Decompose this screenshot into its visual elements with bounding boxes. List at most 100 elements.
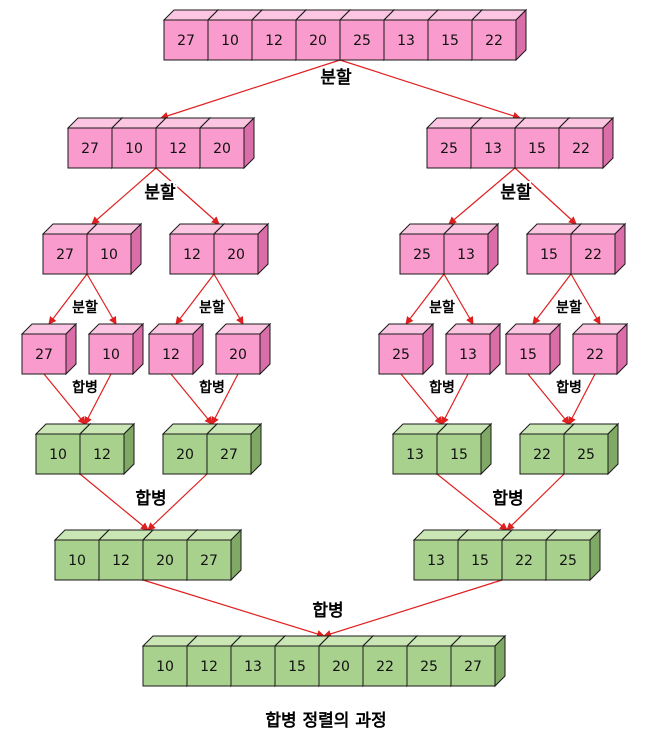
box-value: 20 — [332, 659, 350, 675]
number-box: 25 — [544, 528, 602, 582]
box-value: 12 — [112, 553, 130, 569]
box-front-face — [206, 433, 252, 475]
box-front-face — [450, 645, 496, 687]
flow-arrow — [400, 373, 443, 425]
box-value: 12 — [183, 247, 201, 263]
box-front-face — [445, 333, 491, 375]
number-box: 22 — [470, 8, 528, 62]
number-box: 27 — [185, 528, 243, 582]
flow-arrow — [79, 473, 149, 531]
box-value: 22 — [533, 447, 551, 463]
box-front-face — [274, 645, 320, 687]
step-label: 분할 — [72, 299, 98, 316]
box-value: 13 — [244, 659, 262, 675]
number-box: 27 — [20, 322, 78, 376]
box-value: 25 — [353, 33, 371, 49]
box-value: 15 — [441, 33, 459, 49]
box-front-face — [142, 645, 188, 687]
box-front-face — [215, 333, 261, 375]
box-value: 13 — [484, 141, 502, 157]
box-value: 10 — [49, 447, 67, 463]
box-value: 10 — [221, 33, 239, 49]
box-front-face — [213, 233, 259, 275]
flow-arrow — [339, 59, 521, 120]
box-value: 25 — [413, 247, 431, 263]
box-front-face — [505, 333, 551, 375]
box-value: 27 — [464, 659, 482, 675]
box-front-face — [392, 433, 438, 475]
flow-arrow — [527, 373, 570, 425]
box-value: 25 — [577, 447, 595, 463]
row-split-3: 10 — [87, 322, 145, 376]
flow-arrow — [160, 59, 341, 120]
step-label: 합병 — [72, 379, 98, 396]
box-front-face — [413, 539, 459, 581]
box-front-face — [199, 127, 245, 169]
box-front-face — [572, 333, 618, 375]
box-value: 13 — [397, 33, 415, 49]
flow-arrow — [175, 273, 215, 325]
box-value: 10 — [68, 553, 86, 569]
flow-arrow — [142, 579, 325, 638]
box-value: 12 — [162, 347, 180, 363]
box-value: 10 — [102, 347, 120, 363]
box-front-face — [86, 233, 132, 275]
row-split-3: 15 — [504, 322, 562, 376]
flow-arrow — [506, 473, 565, 531]
box-front-face — [436, 433, 482, 475]
box-front-face — [526, 233, 572, 275]
box-value: 25 — [559, 553, 577, 569]
diagram-caption: 합병 정렬의 과정 — [265, 711, 387, 731]
box-value: 12 — [265, 33, 283, 49]
box-value: 27 — [200, 553, 218, 569]
box-front-face — [88, 333, 134, 375]
step-label: 합병 — [429, 379, 455, 396]
box-value: 25 — [392, 347, 410, 363]
number-box: 10 — [206, 8, 264, 62]
box-front-face — [443, 233, 489, 275]
number-box: 25 — [377, 322, 435, 376]
box-front-face — [111, 127, 157, 169]
number-box: 25 — [562, 422, 620, 476]
box-value: 10 — [156, 659, 174, 675]
box-value: 25 — [440, 141, 458, 157]
box-value: 22 — [376, 659, 394, 675]
number-box: 15 — [435, 422, 493, 476]
box-value: 15 — [528, 141, 546, 157]
number-box: 27 — [205, 422, 263, 476]
box-front-face — [406, 645, 452, 687]
box-value: 15 — [288, 659, 306, 675]
box-front-face — [148, 333, 194, 375]
box-value: 12 — [169, 141, 187, 157]
box-front-face — [558, 127, 604, 169]
step-label: 합병 — [312, 600, 343, 621]
box-value: 27 — [177, 33, 195, 49]
box-value: 13 — [457, 247, 475, 263]
box-front-face — [563, 433, 609, 475]
box-value: 22 — [515, 553, 533, 569]
box-front-face — [207, 19, 253, 61]
step-label: 분할 — [500, 183, 532, 203]
box-front-face — [519, 433, 565, 475]
flow-arrow — [48, 273, 88, 325]
box-front-face — [21, 333, 67, 375]
number-box: 13 — [444, 322, 502, 376]
box-value: 27 — [220, 447, 238, 463]
box-value: 13 — [406, 447, 424, 463]
box-front-face — [142, 539, 188, 581]
flow-arrow — [448, 167, 516, 225]
box-value: 15 — [450, 447, 468, 463]
number-box: 20 — [214, 322, 272, 376]
step-label: 분할 — [199, 299, 225, 316]
number-box: 27 — [449, 634, 507, 688]
flow-arrow — [532, 273, 572, 325]
